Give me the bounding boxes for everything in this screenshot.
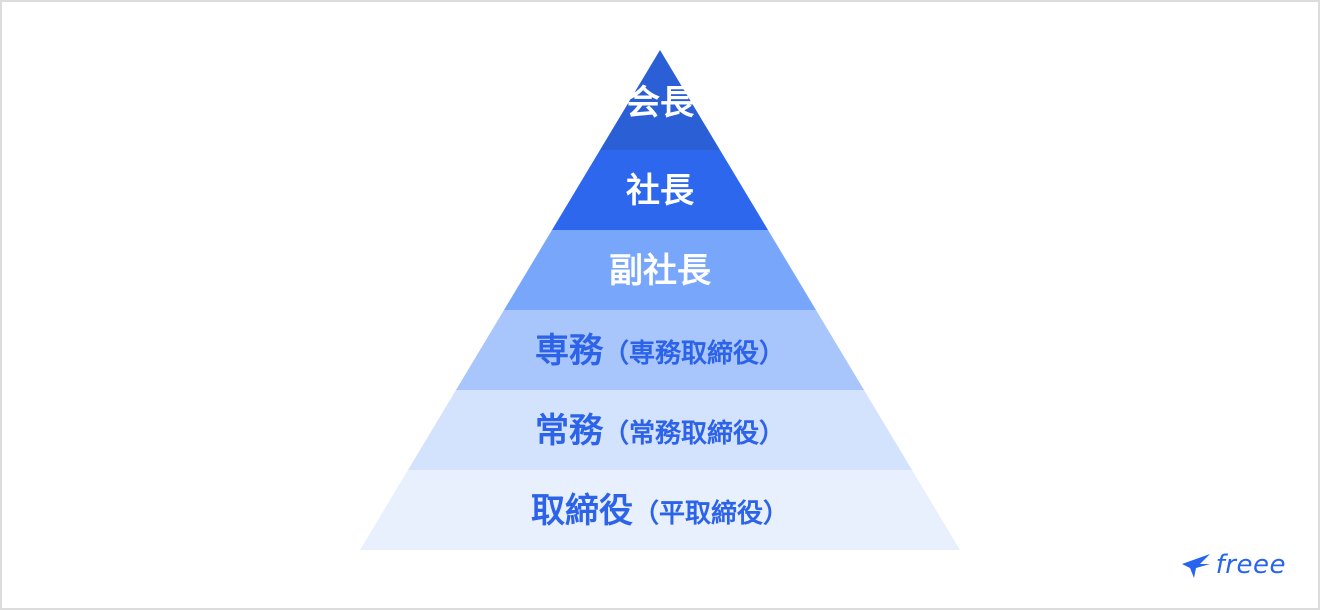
tier-label-director: 取締役（平取締役） [360,494,960,528]
tier-label-chairman: 会長 [360,86,960,120]
tier-band-director [360,470,960,550]
tier-band-senior-managing-director [456,310,864,390]
freee-logo: freee [1180,550,1286,580]
tier-title: 副社長 [609,251,711,291]
tier-subtitle: （常務取締役） [602,419,785,449]
tier-title: 専務 [534,331,603,371]
tier-label-president: 社長 [360,174,960,208]
bird-logo-icon [1181,554,1210,578]
tier-band-managing-director [408,390,912,470]
tier-title: 取締役 [530,491,633,531]
tier-subtitle: （平取締役） [632,499,789,529]
tier-band-president [552,150,768,230]
tier-title: 会長 [626,83,694,123]
tier-label-vice-president: 副社長 [360,254,960,288]
tier-label-managing-director: 常務（常務取締役） [360,414,960,448]
tier-band-chairman [600,50,720,150]
tier-subtitle: （専務取締役） [602,339,785,369]
tier-title: 常務 [534,411,603,451]
tier-band-vice-president [504,230,816,310]
logo-text: freee [1215,550,1286,580]
tier-title: 社長 [626,171,694,211]
tier-label-senior-managing-director: 専務（専務取締役） [360,334,960,368]
